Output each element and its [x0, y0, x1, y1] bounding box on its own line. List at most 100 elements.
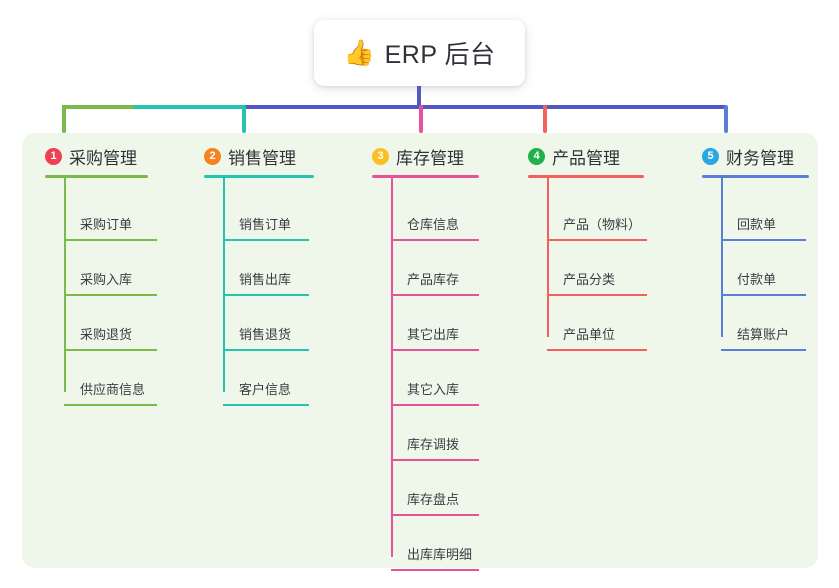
- leaf-node-label: 仓库信息: [407, 217, 460, 232]
- leaf-node-underline: [721, 239, 806, 241]
- leaf-node-label: 产品分类: [563, 272, 616, 287]
- connector-drop: [242, 105, 246, 133]
- leaf-node-underline: [64, 294, 157, 296]
- branch-spine: [721, 178, 723, 337]
- leaf-node-label: 产品单位: [563, 327, 616, 342]
- branch-spine: [64, 178, 66, 392]
- leaf-node-label: 产品库存: [407, 272, 460, 287]
- leaf-node[interactable]: 仓库信息: [391, 192, 479, 247]
- leaf-node[interactable]: 付款单: [721, 247, 806, 302]
- branch-number-badge: 4: [528, 148, 545, 165]
- leaf-node[interactable]: 回款单: [721, 192, 806, 247]
- leaf-node-label: 销售退货: [239, 327, 292, 342]
- leaf-node-label: 客户信息: [239, 382, 292, 397]
- branch-title: 库存管理: [396, 149, 464, 168]
- branch-header-3[interactable]: 3 库存管理: [372, 145, 464, 168]
- leaf-node[interactable]: 出库库明细: [391, 522, 479, 577]
- branch-header-4[interactable]: 4 产品管理: [528, 145, 620, 168]
- leaf-node-label: 采购入库: [80, 272, 133, 287]
- branch-header-1[interactable]: 1 采购管理: [45, 145, 137, 168]
- branch-title-underline: [702, 175, 809, 178]
- leaf-node-underline: [547, 294, 647, 296]
- leaf-node-underline: [547, 239, 647, 241]
- leaf-node-label: 采购订单: [80, 217, 133, 232]
- leaf-node-underline: [391, 349, 479, 351]
- leaf-node-label: 回款单: [737, 217, 777, 232]
- leaf-node[interactable]: 供应商信息: [64, 357, 157, 412]
- connector-bar-segment: [244, 105, 423, 109]
- leaf-node-label: 销售订单: [239, 217, 292, 232]
- branch-column-1: 1 采购管理采购订单采购入库采购退货供应商信息: [45, 145, 157, 406]
- connector-bar-segment: [543, 105, 726, 109]
- branch-header-5[interactable]: 5 财务管理: [702, 145, 794, 168]
- leaf-node[interactable]: 产品分类: [547, 247, 647, 302]
- root-node-erp-backend[interactable]: 👍 ERP 后台: [314, 20, 525, 86]
- leaf-node-label: 产品（物料）: [563, 217, 642, 232]
- connector-drop: [543, 105, 547, 133]
- leaf-node-underline: [721, 349, 806, 351]
- leaf-node[interactable]: 结算账户: [721, 302, 806, 357]
- leaf-node[interactable]: 其它入库: [391, 357, 479, 412]
- branch-number-badge: 2: [204, 148, 221, 165]
- leaf-node[interactable]: 销售退货: [223, 302, 309, 357]
- leaf-node[interactable]: 采购退货: [64, 302, 157, 357]
- branch-number-badge: 5: [702, 148, 719, 165]
- leaf-node[interactable]: 产品单位: [547, 302, 647, 357]
- leaf-node-label: 库存盘点: [407, 492, 460, 507]
- leaf-node-underline: [223, 239, 309, 241]
- branch-title-underline: [528, 175, 644, 178]
- branch-spine: [391, 178, 393, 557]
- connector-bar-segment: [423, 105, 543, 109]
- branch-title-underline: [372, 175, 479, 178]
- leaf-node-underline: [223, 349, 309, 351]
- leaf-node-label: 其它入库: [407, 382, 460, 397]
- leaf-node-underline: [64, 239, 157, 241]
- leaf-node-underline: [391, 459, 479, 461]
- leaf-node-label: 其它出库: [407, 327, 460, 342]
- branch-number-badge: 3: [372, 148, 389, 165]
- leaf-node-label: 销售出库: [239, 272, 292, 287]
- leaf-node[interactable]: 采购订单: [64, 192, 157, 247]
- leaf-node-underline: [721, 294, 806, 296]
- root-node-title: ERP 后台: [384, 41, 496, 69]
- branch-title: 财务管理: [726, 149, 794, 168]
- leaf-node[interactable]: 其它出库: [391, 302, 479, 357]
- branch-title-underline: [45, 175, 148, 178]
- leaf-node[interactable]: 库存盘点: [391, 467, 479, 522]
- leaf-node[interactable]: 采购入库: [64, 247, 157, 302]
- leaf-node-underline: [391, 404, 479, 406]
- leaf-node-underline: [391, 569, 479, 571]
- leaf-node-label: 供应商信息: [80, 382, 146, 397]
- leaf-node-underline: [547, 349, 647, 351]
- connector-drop: [419, 105, 423, 133]
- leaf-node-underline: [391, 294, 479, 296]
- leaf-node[interactable]: 产品（物料）: [547, 192, 647, 247]
- branch-column-4: 4 产品管理产品（物料） 产品分类产品单位: [528, 145, 647, 351]
- branch-title: 采购管理: [69, 149, 137, 168]
- leaf-node[interactable]: 客户信息: [223, 357, 309, 412]
- connector-bar-segment: [62, 105, 134, 109]
- branch-column-2: 2 销售管理销售订单销售出库销售退货客户信息: [204, 145, 314, 406]
- branch-title-underline: [204, 175, 314, 178]
- leaf-node-underline: [223, 294, 309, 296]
- branch-column-3: 3 库存管理仓库信息产品库存其它出库其它入库库存调拨库存盘点出库库明细: [372, 145, 479, 571]
- branch-spine: [223, 178, 225, 392]
- branch-header-2[interactable]: 2 销售管理: [204, 145, 296, 168]
- leaf-node[interactable]: 产品库存: [391, 247, 479, 302]
- leaf-node[interactable]: 销售订单: [223, 192, 309, 247]
- leaf-node-label: 出库库明细: [407, 547, 473, 562]
- leaf-node-label: 库存调拨: [407, 437, 460, 452]
- connector-bar-segment: [134, 105, 244, 109]
- leaf-node-underline: [223, 404, 309, 406]
- leaf-node[interactable]: 销售出库: [223, 247, 309, 302]
- branch-title: 产品管理: [552, 149, 620, 168]
- branch-spine: [547, 178, 549, 337]
- leaf-node-label: 结算账户: [737, 327, 790, 342]
- leaf-node-underline: [391, 514, 479, 516]
- branch-number-badge: 1: [45, 148, 62, 165]
- branch-title: 销售管理: [228, 149, 296, 168]
- connector-drop: [724, 105, 728, 133]
- thumbs-up-icon: 👍: [343, 38, 375, 67]
- leaf-node[interactable]: 库存调拨: [391, 412, 479, 467]
